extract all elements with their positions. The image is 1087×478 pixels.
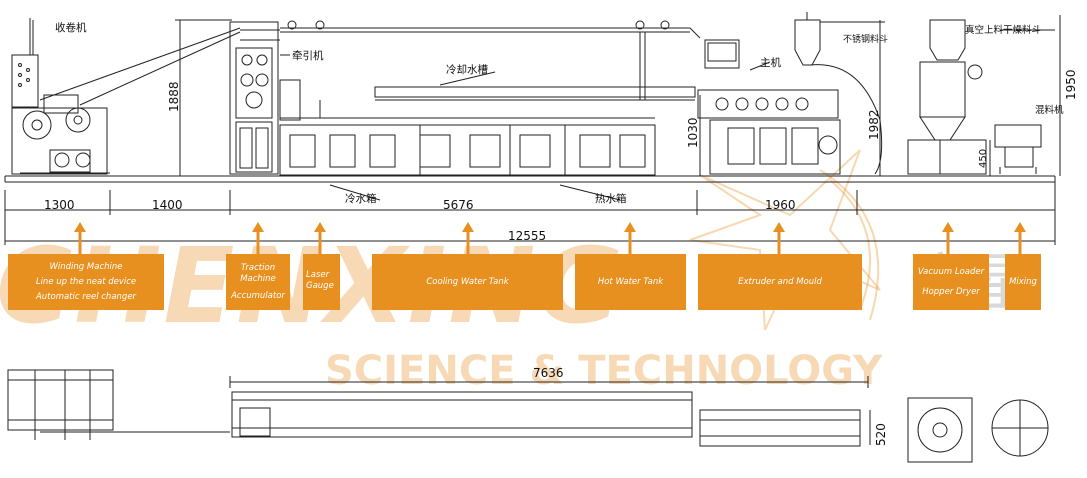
box-traction-machine: Traction Machine Accumulator [226,254,290,310]
dim-520: 520 [874,423,888,446]
hopper-dryer-drawing [907,19,1055,175]
dim-450: 450 [978,148,989,168]
label-ss-hopper-cn: 不锈钢料斗 [843,35,889,45]
box-winding-line3: Automatic reel changer [35,291,137,302]
arrows-group [74,222,1026,255]
box-traction-line3: Accumulator [231,290,285,301]
box-hot-line1: Hot Water Tank [597,276,664,287]
label-cooling-trough-cn: 冷却水槽 [446,64,488,76]
dim-1950: 1950 [1064,69,1078,100]
box-cooling-line1: Cooling Water Tank [426,276,509,287]
cooling-trough-drawing [279,86,696,176]
dim-12555: 12555 [508,229,547,243]
label-cold-tank-cn: 冷水箱 [345,193,377,205]
box-laser-gauge: Laser Gauge [303,254,340,310]
traction-machine-drawing [229,21,301,175]
box-vacuum-line2: Hopper Dryer [922,287,980,297]
box-laser-line1: Laser [306,270,330,280]
label-main-cn: 主机 [760,57,781,69]
box-extruder-and-mould: Extruder and Mould [698,254,862,310]
label-mixer-cn: 混料机 [1035,105,1064,116]
box-traction-line2: Machine [240,273,276,284]
dim-1960: 1960 [765,198,796,212]
label-winder-cn: 收卷机 [55,22,87,34]
box-cooling-water-tank: Cooling Water Tank [372,254,563,310]
dim-1400: 1400 [152,198,183,212]
dim-1030: 1030 [686,117,700,148]
box-winding-machine: Winding Machine Line up the neat device … [8,254,164,310]
label-traction-cn: 牵引机 [292,50,324,62]
dim-5676: 5676 [443,198,474,212]
box-extruder-line1: Extruder and Mould [738,276,822,287]
box-mixing: Mixing [1005,254,1041,310]
box-vacuum-loader: Vacuum Loader Hopper Dryer [913,254,989,310]
dim-1888: 1888 [167,81,181,112]
box-mixing-line1: Mixing [1009,276,1037,287]
label-vacuum-dryer-cn: 真空上料干燥料斗 [965,25,1042,36]
box-winding-line2: Line up the neat device [35,276,137,287]
dim-1300: 1300 [44,198,75,212]
watermark-tagline: SCIENCE & TECHNOLOGY [325,348,883,394]
winding-machine-drawing [11,18,241,175]
dim-1982: 1982 [867,109,881,140]
box-winding-line1: Winding Machine [49,261,123,272]
box-laser-line2: Gauge [306,281,334,291]
box-vacuum-line1: Vacuum Loader [917,267,985,277]
label-hot-tank-cn: 热水箱 [595,193,627,205]
accumulator-frame-drawing [280,20,701,100]
box-traction-line1: Traction [240,262,276,273]
box-hot-water-tank: Hot Water Tank [575,254,686,310]
dim-7636: 7636 [533,366,564,380]
plan-view-drawing [7,369,1049,463]
mixer-drawing [994,124,1042,174]
